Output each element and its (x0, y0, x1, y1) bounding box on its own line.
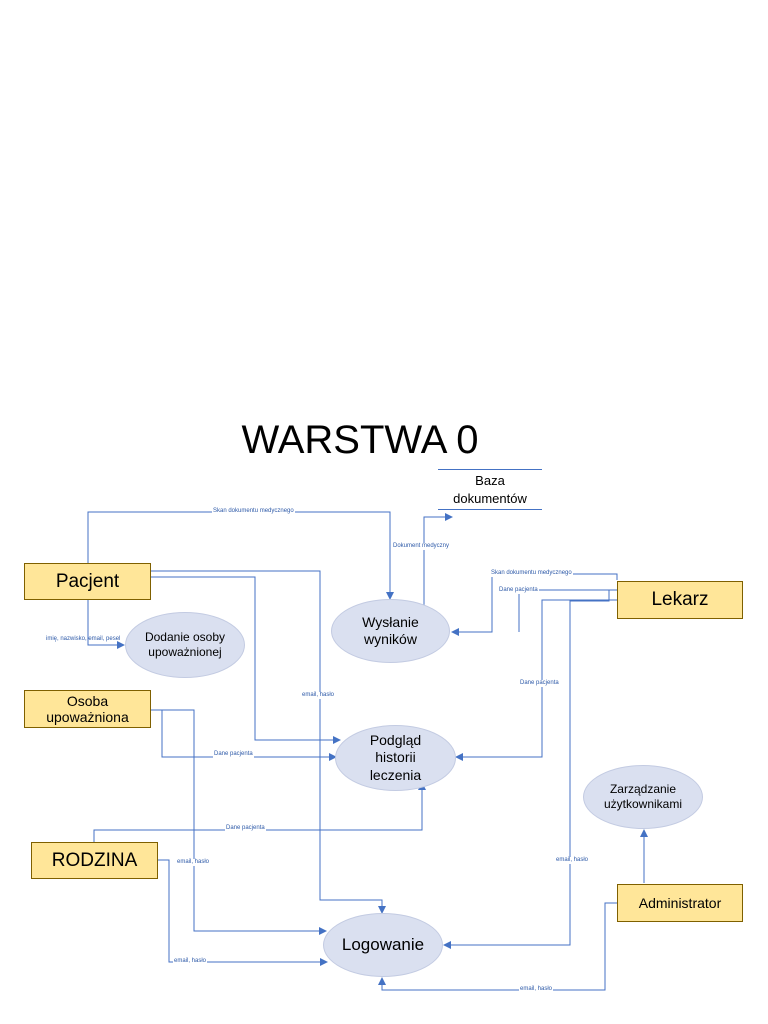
entity-lekarz[interactable]: Lekarz (617, 581, 743, 619)
flow-label-dokument-medyczny: Dokument medyczny (392, 543, 451, 550)
entity-rodzina[interactable]: RODZINA (31, 842, 158, 879)
process-logowanie[interactable]: Logowanie (323, 913, 443, 977)
flow-dane-lekarz-wyslanie-line (518, 589, 617, 632)
flow-pacjent-podglad-line (151, 576, 341, 744)
flow-imie-line (87, 600, 125, 649)
flow-label-email-admin: email, hasło (519, 986, 554, 993)
flow-label-dane-lekarz-wyslanie: Dane pacjenta (498, 587, 539, 594)
entity-rodzina-label: RODZINA (51, 849, 138, 871)
process-wyslanie-label: Wysłanie wyników (362, 613, 419, 648)
entity-pacjent[interactable]: Pacjent (24, 563, 151, 600)
flow-email-lekarz-line (443, 590, 610, 949)
process-dodanie-osoby[interactable]: Dodanie osoby upoważnionej (125, 612, 245, 678)
process-zarzadzanie-label: Zarządzanie użytkownikami (603, 782, 683, 811)
flow-label-dane-rodzina: Dane pacjenta (225, 825, 266, 832)
flow-label-email-lekarz: email, hasło (555, 857, 590, 864)
process-dodanie-label: Dodanie osoby upoważnionej (144, 630, 226, 659)
flow-dokument-medyczny-line (423, 513, 453, 605)
flow-dane-rodzina-line (93, 782, 426, 842)
entity-lekarz-label: Lekarz (651, 589, 709, 611)
process-podglad-historii[interactable]: Podgląd historii leczenia (335, 725, 456, 791)
flow-label-skan-lekarz: Skan dokumentu medycznego (490, 570, 573, 577)
flow-email-rodzina-line (158, 859, 328, 966)
flow-email-pacjent-line (151, 570, 386, 914)
entity-administrator-label: Administrator (638, 894, 722, 911)
entity-pacjent-label: Pacjent (55, 570, 120, 592)
flow-label-dane-lekarz-podglad: Dane pacjenta (519, 680, 560, 687)
data-store-baza-dokumentow: Baza dokumentów (438, 469, 542, 510)
process-logowanie-label: Logowanie (341, 935, 425, 955)
flow-label-email-rodzina: email, hasło (173, 958, 208, 965)
process-wyslanie-wynikow[interactable]: Wysłanie wyników (331, 599, 450, 663)
flow-email-osoba-line (151, 709, 327, 935)
flow-label-imie: imię, nazwisko, email, pesel (46, 636, 121, 642)
data-store-label: Baza dokumentów (453, 472, 527, 506)
flow-skan-lekarz-line (451, 573, 618, 636)
flow-dane-osoba-line (161, 710, 337, 761)
flow-label-dane-osoba: Dane pacjenta (213, 751, 254, 758)
entity-osoba-upowazniona[interactable]: Osoba upoważniona (24, 690, 151, 728)
process-zarzadzanie-uzytkownikami[interactable]: Zarządzanie użytkownikami (583, 765, 703, 829)
process-podglad-label: Podgląd historii leczenia (369, 731, 422, 783)
flow-label-email-pacjent: email, hasło (301, 692, 336, 699)
flow-label-email-osoba: email, hasło (176, 859, 211, 866)
flow-dane-lekarz-podglad-line (455, 599, 617, 761)
flow-email-admin-line (378, 902, 617, 991)
flow-label-skan-pacjent: Skan dokumentu medycznego (212, 508, 295, 515)
entity-administrator[interactable]: Administrator (617, 884, 743, 922)
page-title: WARSTWA 0 (241, 418, 479, 462)
entity-osoba-label: Osoba upoważniona (46, 692, 129, 725)
